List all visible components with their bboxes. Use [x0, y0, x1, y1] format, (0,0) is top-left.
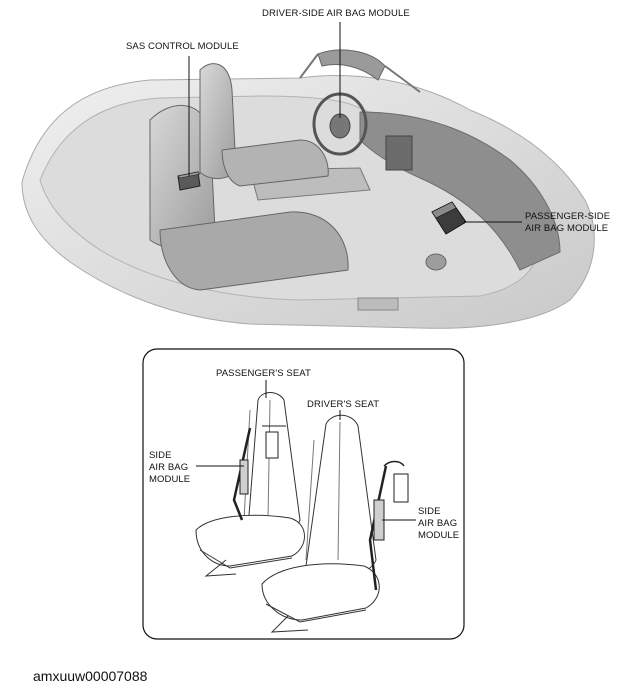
passenger-side-air-bag-module-label-line2: AIR BAG MODULE: [525, 223, 609, 234]
sas-control-module-label: SAS CONTROL MODULE: [126, 41, 239, 52]
inset-frame: [142, 348, 465, 640]
left-side-air-bag-label-line3: MODULE: [149, 474, 191, 485]
passengers-seat-drawing: [195, 392, 305, 577]
sas-control-module-box: [177, 171, 201, 191]
drivers-seat-label: DRIVER'S SEAT: [307, 399, 380, 410]
passenger-air-bag-module-box: [431, 201, 467, 235]
right-side-air-bag-label-line2: AIR BAG: [418, 518, 458, 529]
right-side-air-bag-label-line1: SIDE: [418, 506, 441, 517]
passenger-side-air-bag-module-label-line1: PASSENGER-SIDE: [525, 211, 611, 222]
driver-side-air-bag-module-label: DRIVER-SIDE AIR BAG MODULE: [262, 8, 410, 19]
left-side-air-bag-label-line2: AIR BAG: [149, 462, 189, 473]
left-side-air-bag-label-line1: SIDE: [149, 450, 172, 461]
passengers-seat-label: PASSENGER'S SEAT: [216, 368, 311, 379]
right-side-air-bag-label-line3: MODULE: [418, 530, 460, 541]
figure-code: amxuuw00007088: [33, 668, 148, 684]
car-body: [21, 49, 595, 329]
drivers-seat-drawing: [261, 414, 409, 633]
